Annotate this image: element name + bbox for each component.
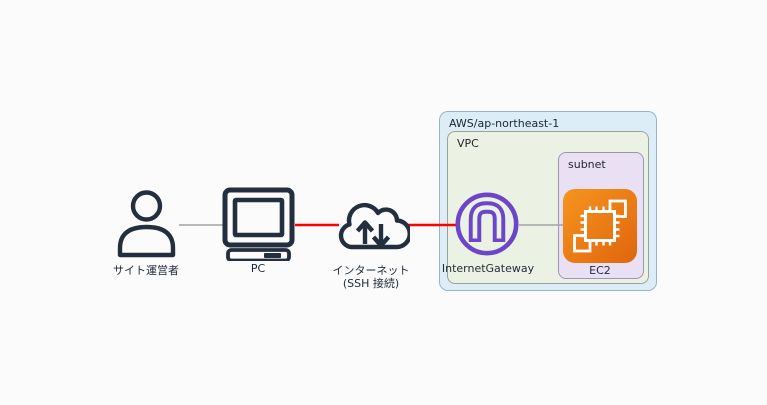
- internet-sublabel: (SSH 接続): [342, 277, 400, 290]
- internet-gateway-icon: [455, 192, 519, 256]
- user-label: サイト運営者: [113, 264, 179, 277]
- pc-icon: [222, 187, 295, 261]
- ec2-icon: [563, 189, 637, 263]
- internet-gateway-label: InternetGateway: [441, 262, 535, 275]
- ec2-label: EC2: [589, 264, 611, 277]
- internet-cloud-icon: [338, 202, 410, 250]
- aws-region-label: AWS/ap-northeast-1: [449, 117, 560, 130]
- vpc-label: VPC: [457, 137, 479, 150]
- pc-label: PC: [250, 262, 266, 275]
- user-icon: [117, 190, 176, 258]
- internet-label: インターネット: [332, 264, 410, 277]
- subnet-label: subnet: [568, 158, 606, 171]
